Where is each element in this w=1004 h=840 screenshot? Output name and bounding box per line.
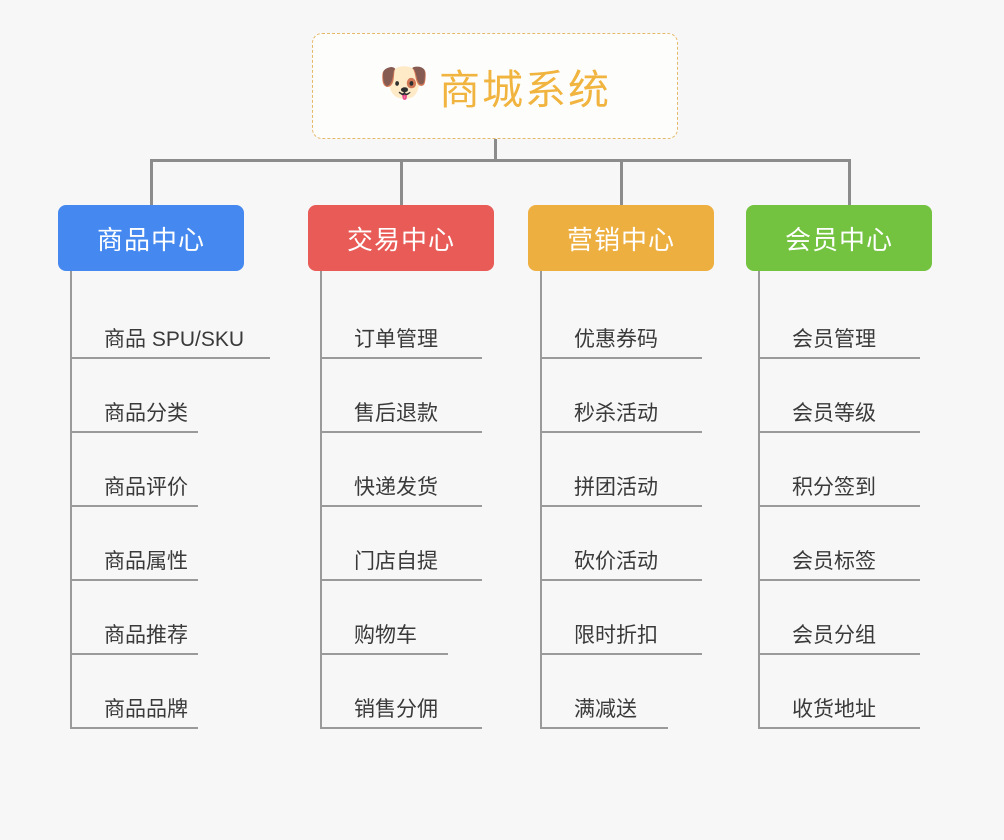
list-item[interactable]: 优惠券码: [542, 285, 702, 359]
list-item[interactable]: 商品评价: [72, 433, 198, 507]
connector-drop-4: [848, 159, 851, 205]
root-node-title: 商城系统: [439, 67, 611, 113]
branch-header-label: 会员中心: [784, 224, 893, 255]
branch-header-trade-center[interactable]: 交易中心: [308, 205, 494, 271]
list-item[interactable]: 商品推荐: [72, 581, 198, 655]
connector-drop-1: [150, 159, 153, 205]
branch-header-product-center[interactable]: 商品中心: [58, 205, 244, 271]
connector-drop-3: [620, 159, 623, 205]
list-item[interactable]: 售后退款: [322, 359, 482, 433]
connector-root-stem: [494, 139, 497, 161]
branch-header-label: 交易中心: [346, 224, 455, 255]
branch-column-product-center: 商品中心 商品 SPU/SKU 商品分类 商品评价 商品属性 商品推荐 商品品牌: [58, 205, 270, 729]
branch-header-marketing-center[interactable]: 营销中心: [528, 205, 714, 271]
branch-column-trade-center: 交易中心 订单管理 售后退款 快递发货 门店自提 购物车 销售分佣: [308, 205, 494, 729]
list-item[interactable]: 砍价活动: [542, 507, 702, 581]
list-item[interactable]: 快递发货: [322, 433, 482, 507]
branch-column-member-center: 会员中心 会员管理 会员等级 积分签到 会员标签 会员分组 收货地址: [746, 205, 932, 729]
list-item[interactable]: 收货地址: [760, 655, 920, 729]
list-item[interactable]: 购物车: [322, 581, 448, 655]
list-item[interactable]: 限时折扣: [542, 581, 702, 655]
list-item[interactable]: 商品分类: [72, 359, 198, 433]
leaf-list-trade-center: 订单管理 售后退款 快递发货 门店自提 购物车 销售分佣: [320, 271, 482, 729]
list-item[interactable]: 拼团活动: [542, 433, 702, 507]
leaf-list-member-center: 会员管理 会员等级 积分签到 会员标签 会员分组 收货地址: [758, 271, 920, 729]
list-item[interactable]: 门店自提: [322, 507, 482, 581]
list-item[interactable]: 会员分组: [760, 581, 920, 655]
list-item[interactable]: 商品 SPU/SKU: [72, 285, 270, 359]
branch-header-member-center[interactable]: 会员中心: [746, 205, 932, 271]
branch-column-marketing-center: 营销中心 优惠券码 秒杀活动 拼团活动 砍价活动 限时折扣 满减送: [528, 205, 714, 729]
list-item[interactable]: 会员标签: [760, 507, 920, 581]
leaf-list-marketing-center: 优惠券码 秒杀活动 拼团活动 砍价活动 限时折扣 满减送: [540, 271, 702, 729]
list-item[interactable]: 商品属性: [72, 507, 198, 581]
connector-horizontal-bus: [150, 159, 850, 162]
branch-header-label: 营销中心: [566, 224, 675, 255]
leaf-list-product-center: 商品 SPU/SKU 商品分类 商品评价 商品属性 商品推荐 商品品牌: [70, 271, 270, 729]
shiba-dog-emoji: 🐶: [379, 61, 429, 105]
list-item[interactable]: 订单管理: [322, 285, 482, 359]
connector-drop-2: [400, 159, 403, 205]
list-item[interactable]: 会员管理: [760, 285, 920, 359]
list-item[interactable]: 积分签到: [760, 433, 920, 507]
list-item[interactable]: 满减送: [542, 655, 668, 729]
list-item[interactable]: 会员等级: [760, 359, 920, 433]
list-item[interactable]: 秒杀活动: [542, 359, 702, 433]
list-item[interactable]: 商品品牌: [72, 655, 198, 729]
list-item[interactable]: 销售分佣: [322, 655, 482, 729]
root-node-mall-system[interactable]: 🐶 商城系统: [312, 33, 678, 139]
branch-header-label: 商品中心: [96, 224, 205, 255]
